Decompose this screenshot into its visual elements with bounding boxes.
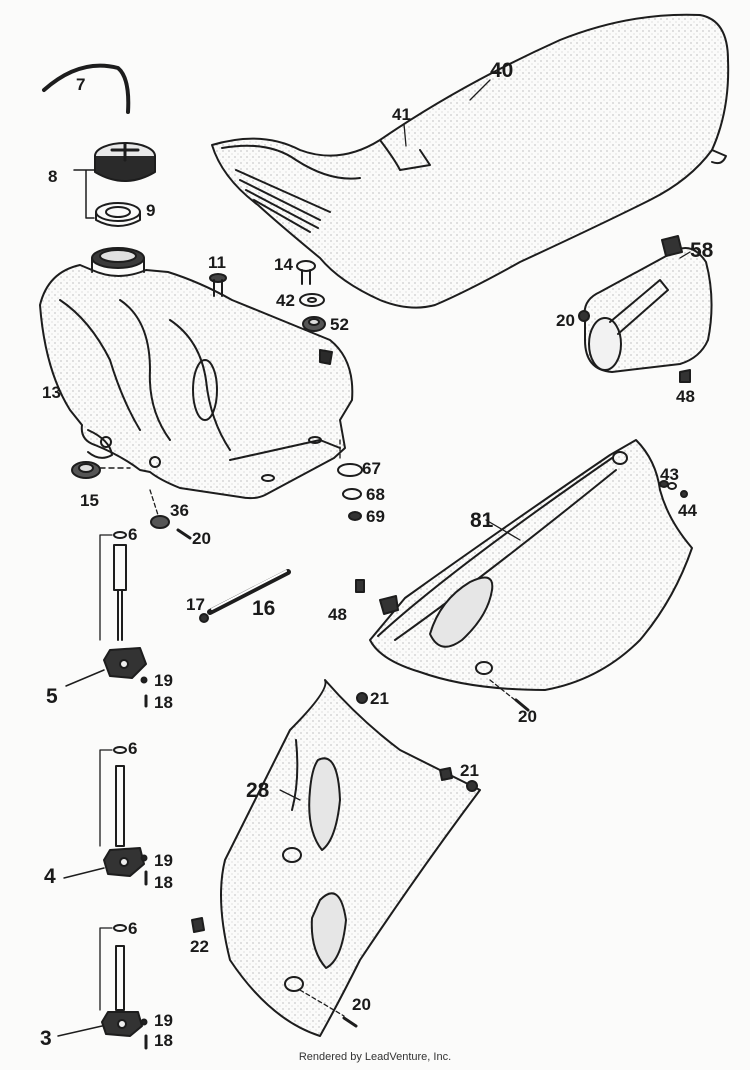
callout-48-cover: 48 — [328, 605, 347, 624]
breather-hose — [42, 63, 131, 114]
screw-20b — [176, 528, 192, 540]
callout-19-middle: 19 — [154, 851, 173, 870]
clip-48a — [679, 369, 691, 383]
callout-48-bag: 48 — [676, 387, 695, 406]
grommet-52 — [302, 316, 326, 332]
grommet-21a — [356, 692, 368, 704]
callout-19-upper: 19 — [154, 671, 173, 690]
grommet-36 — [150, 515, 170, 529]
callout-18-middle: 18 — [154, 873, 173, 892]
callout-58: 58 — [690, 239, 714, 262]
screw-20d — [342, 1016, 358, 1028]
nut-69 — [348, 511, 362, 521]
callout-21-upper: 21 — [370, 689, 389, 708]
nut-20a — [578, 310, 590, 322]
washer-43b — [667, 482, 677, 490]
rod-16 — [207, 569, 291, 615]
screw-44 — [680, 490, 688, 498]
callout-6-lower: 6 — [128, 919, 138, 938]
rod-16-core — [211, 570, 287, 610]
fuel-tap-3 — [101, 924, 143, 1037]
clip-48b — [355, 579, 365, 593]
callout-68: 68 — [366, 485, 385, 504]
cap-gasket — [95, 202, 141, 227]
washer-67 — [337, 463, 363, 477]
bolt-11 — [209, 273, 227, 297]
callout-18-upper: 18 — [154, 693, 173, 712]
callout-22: 22 — [190, 937, 209, 956]
side-cover-right — [369, 439, 693, 691]
callout-6-middle: 6 — [128, 739, 138, 758]
o-ring-19c — [140, 1018, 148, 1026]
callout-20-cover: 20 — [518, 707, 537, 726]
callout-6-upper: 6 — [128, 525, 138, 544]
callout-81: 81 — [470, 509, 494, 532]
callout-52: 52 — [330, 315, 349, 334]
callout-44: 44 — [678, 501, 697, 520]
callout-16: 16 — [252, 597, 276, 620]
callout-18-lower: 18 — [154, 1031, 173, 1050]
callout-40: 40 — [490, 59, 514, 82]
callout-20-lower: 20 — [352, 995, 371, 1014]
tank-grommet — [71, 461, 101, 479]
fuel-tap-4 — [103, 746, 145, 877]
callout-21-lower: 21 — [460, 761, 479, 780]
callout-9: 9 — [146, 201, 156, 220]
washer-42-hole — [307, 297, 317, 303]
fuel-tank — [39, 247, 354, 500]
callout-20-seat: 20 — [556, 311, 575, 330]
clip-17 — [199, 613, 209, 623]
callout-28: 28 — [246, 779, 270, 802]
callout-20-tank: 20 — [192, 529, 211, 548]
grommet-21b — [466, 780, 478, 792]
callout-13: 13 — [42, 383, 61, 402]
washer-42 — [299, 293, 325, 307]
callout-36: 36 — [170, 501, 189, 520]
callout-15: 15 — [80, 491, 99, 510]
seat — [211, 13, 730, 309]
callout-19-lower: 19 — [154, 1011, 173, 1030]
callout-69: 69 — [366, 507, 385, 526]
callout-42: 42 — [276, 291, 295, 310]
side-cover-left — [220, 679, 481, 1037]
fuel-tap-5 — [103, 531, 147, 679]
callout-3: 3 — [40, 1027, 52, 1050]
callout-8: 8 — [48, 167, 58, 186]
fuel-cap — [94, 142, 156, 182]
o-ring-19b — [140, 854, 148, 862]
washer-68 — [342, 488, 362, 500]
callout-41: 41 — [392, 105, 411, 124]
bolt-14 — [296, 260, 316, 285]
tool-bag — [583, 235, 713, 373]
callout-7: 7 — [76, 75, 86, 94]
callout-43: 43 — [660, 465, 679, 484]
callout-14: 14 — [274, 255, 293, 274]
callout-5: 5 — [46, 685, 58, 708]
callout-17: 17 — [186, 595, 205, 614]
screw-20c — [514, 698, 530, 712]
o-ring-19a — [140, 676, 148, 684]
callout-4: 4 — [44, 865, 56, 888]
clip-22 — [191, 917, 205, 933]
callout-67: 67 — [362, 459, 381, 478]
callout-11: 11 — [208, 253, 226, 272]
render-credit: Rendered by LeadVenture, Inc. — [298, 1051, 452, 1063]
